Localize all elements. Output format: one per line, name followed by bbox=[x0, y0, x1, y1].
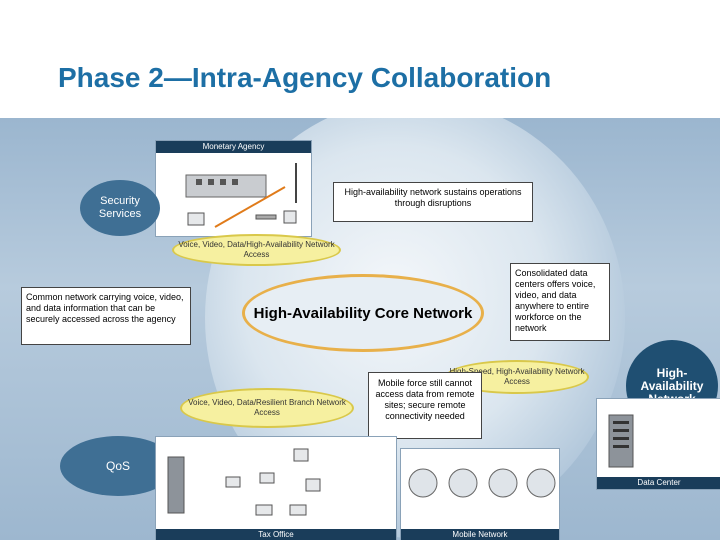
oval-voice-video-resilient: Voice, Video, Data/Resilient Branch Netw… bbox=[180, 388, 354, 428]
tax-office-panel: Tax Office bbox=[155, 436, 397, 540]
server-rack-icon bbox=[608, 414, 634, 468]
core-network: High-Availability Core Network bbox=[242, 274, 484, 352]
security-services-badge: Security Services bbox=[80, 180, 160, 236]
monetary-agency-panel: Monetary Agency bbox=[155, 140, 312, 237]
mobile-network-label: Mobile Network bbox=[401, 529, 559, 540]
data-center-panel: Data Center bbox=[596, 398, 720, 490]
callout-common-network: Common network carrying voice, video, an… bbox=[21, 287, 191, 345]
data-center-label: Data Center bbox=[597, 477, 720, 489]
diagram-background: Monetary Agency Security Services High-a… bbox=[0, 118, 720, 540]
mobile-users-icons bbox=[408, 468, 556, 498]
agency-link-lines bbox=[214, 186, 286, 228]
agency-building-icon bbox=[185, 163, 297, 226]
callout-mobile-force: Mobile force still cannot access data fr… bbox=[368, 372, 482, 439]
oval-voice-video-data-ha: Voice, Video, Data/High-Availability Net… bbox=[172, 234, 341, 266]
callout-consolidated-data: Consolidated data centers offers voice, … bbox=[510, 263, 610, 341]
mobile-network-panel: Mobile Network bbox=[400, 448, 560, 540]
callout-high-availability: High-availability network sustains opera… bbox=[333, 182, 533, 222]
monetary-agency-label: Monetary Agency bbox=[156, 141, 311, 153]
tax-office-label: Tax Office bbox=[156, 529, 396, 540]
tax-office-icons bbox=[167, 448, 321, 516]
page-title: Phase 2—Intra-Agency Collaboration bbox=[58, 62, 552, 93]
